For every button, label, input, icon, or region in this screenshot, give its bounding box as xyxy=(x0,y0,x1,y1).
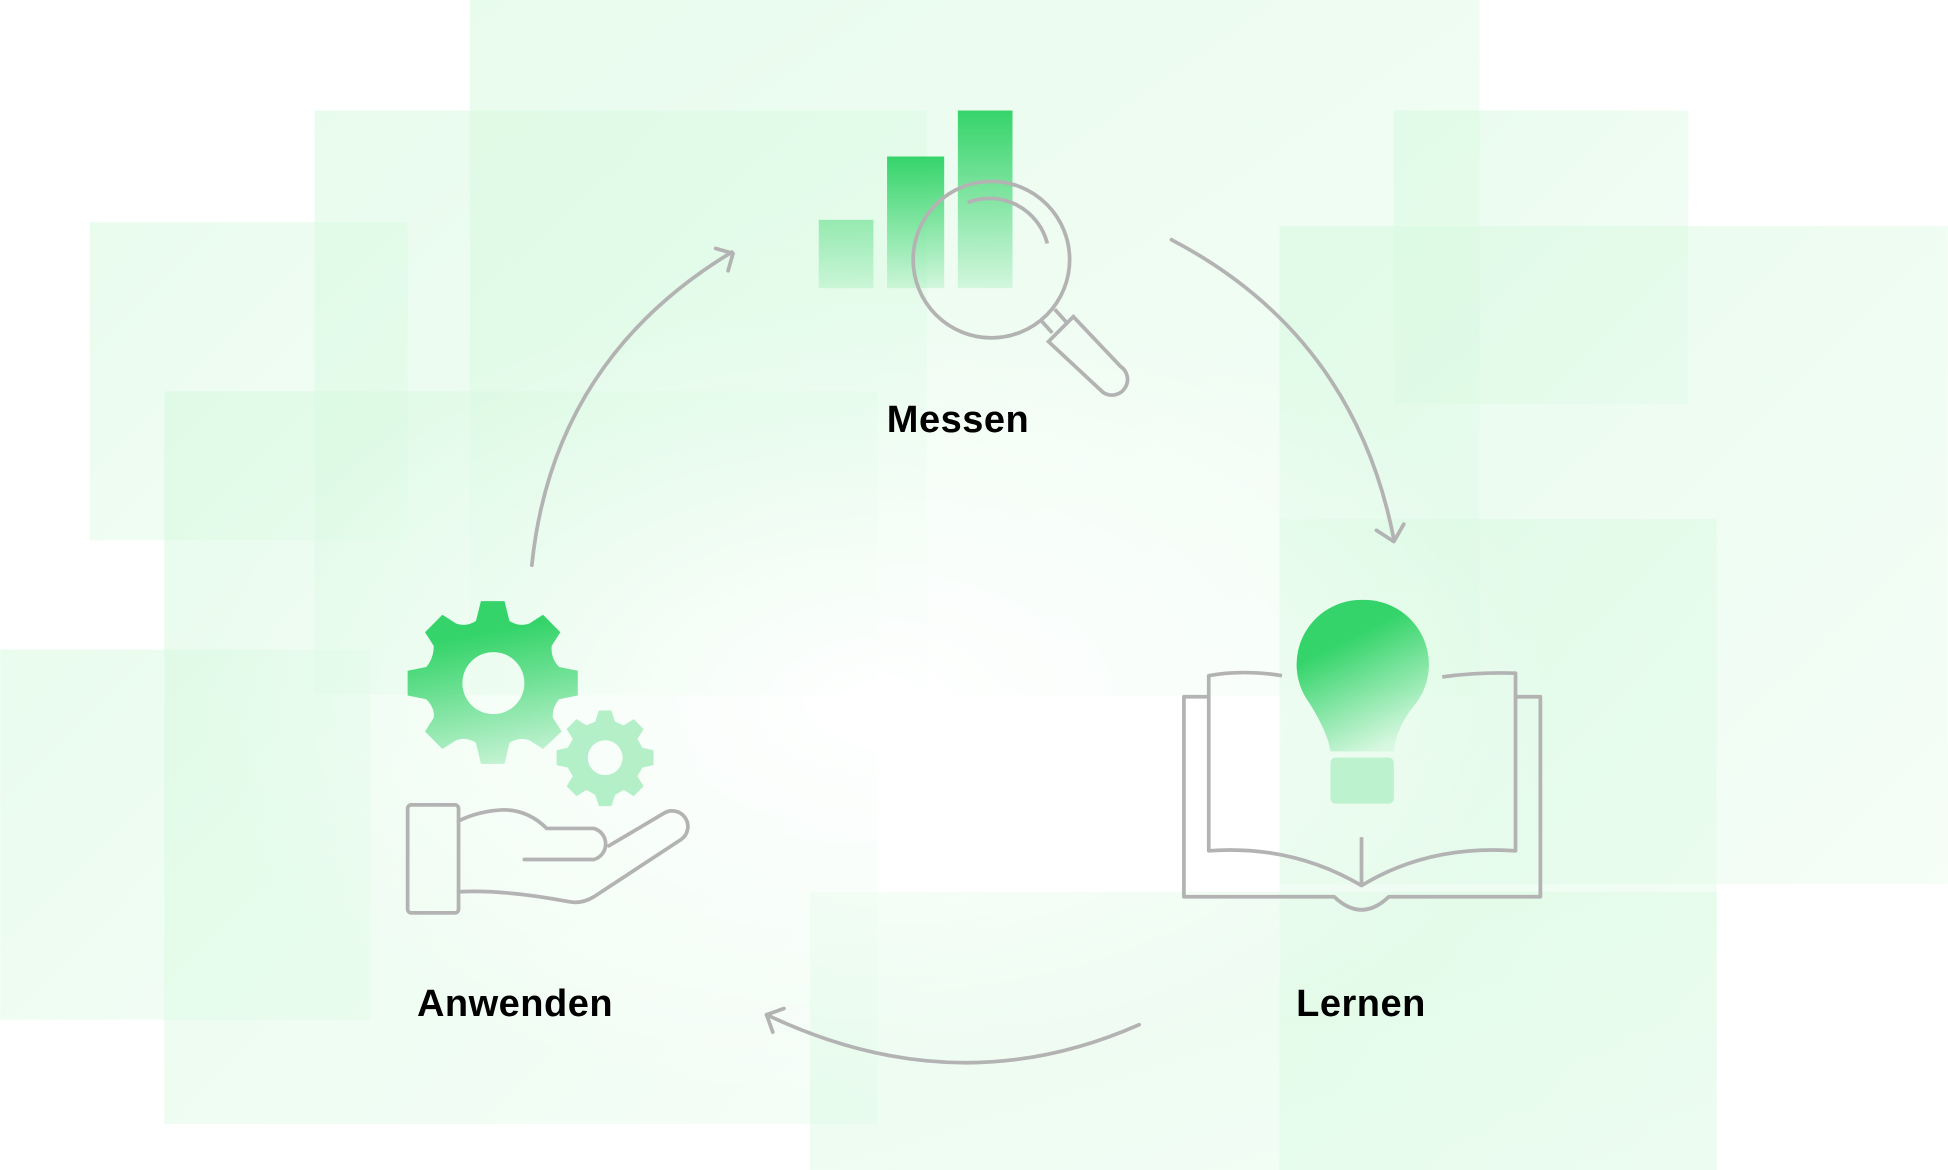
book-lightbulb-icon xyxy=(1182,599,1543,912)
step-label-anwenden: Anwenden xyxy=(416,983,614,1025)
arrow-anwenden-to-messen xyxy=(529,246,735,567)
step-label-lernen: Lernen xyxy=(1296,983,1426,1025)
hand-gears-icon xyxy=(405,601,690,915)
arrow-messen-to-lernen xyxy=(1169,237,1406,544)
arrow-lernen-to-anwenden xyxy=(764,1006,1142,1065)
step-label-messen: Messen xyxy=(886,399,1030,441)
bar-chart-magnifier-icon xyxy=(818,110,1130,397)
